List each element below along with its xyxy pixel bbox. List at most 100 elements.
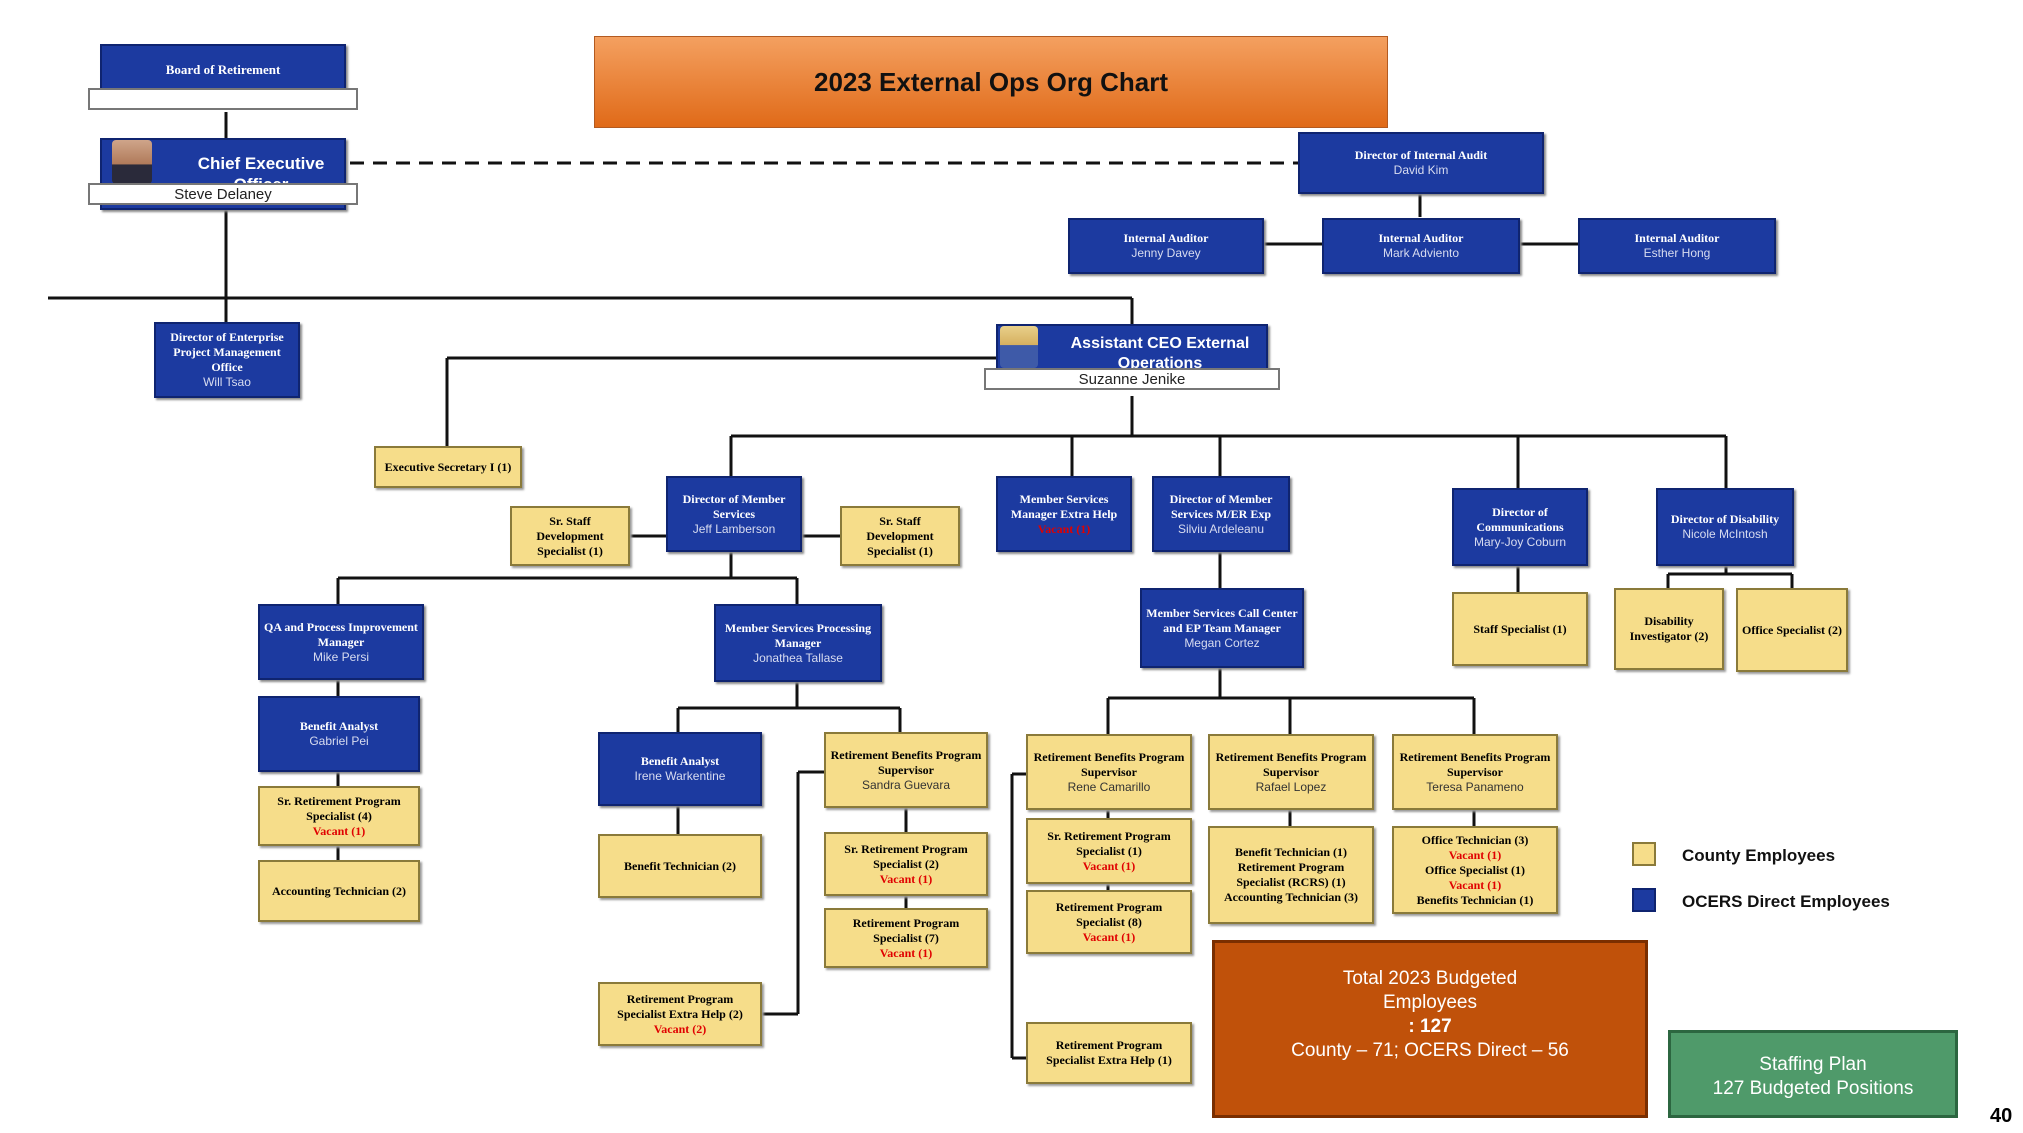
rbps-lopez-box: Retirement Benefits Program Supervisor R… — [1208, 734, 1374, 810]
box-title: Retirement Benefits Program Supervisor — [1215, 749, 1367, 779]
team-line: Benefits Technician (1) — [1416, 892, 1534, 907]
box-title: QA and Process Improvement Manager — [264, 619, 418, 649]
box-title: Retirement Program Specialist Extra Help… — [617, 991, 743, 1021]
box-name: Irene Warkentine — [634, 769, 726, 783]
box-name: Jonathea Tallase — [753, 650, 843, 665]
internal-auditor-2-box: Internal Auditor Mark Adviento — [1322, 218, 1520, 274]
box-title: Staff Specialist (1) — [1473, 621, 1567, 636]
director-communications-box: Director of Communications Mary-Joy Cobu… — [1452, 488, 1588, 566]
box-title: Sr. Retirement Program Specialist (4) — [277, 793, 401, 823]
box-title: Sr. Staff Development Specialist (1) — [536, 513, 604, 558]
board-of-retirement-box: Board of Retirement — [100, 44, 346, 94]
box-name: Mary-Joy Coburn — [1473, 534, 1567, 549]
vacant-label: Vacant (1) — [1448, 877, 1502, 892]
staffing-line: Staffing Plan — [1759, 1054, 1867, 1075]
box-title: Retirement Benefits Program Supervisor — [830, 747, 982, 777]
director-member-services-box: Director of Member Services Jeff Lambers… — [666, 476, 802, 552]
staffing-line: 127 Budgeted Positions — [1712, 1078, 1914, 1099]
legend-county-label: County Employees — [1682, 846, 1836, 865]
ret-prog-spec-extra-help-1-box: Retirement Program Specialist Extra Help… — [1026, 1022, 1192, 1084]
box-title: Member Services Processing Manager — [724, 620, 872, 650]
assistant-ceo-photo — [1000, 326, 1038, 368]
staffing-plan-box: Staffing Plan 127 Budgeted Positions — [1668, 1030, 1958, 1118]
rbps-guevara-box: Retirement Benefits Program Supervisor S… — [824, 732, 988, 808]
box-title: Internal Auditor — [1378, 231, 1464, 245]
box-title: Member Services Manager Extra Help — [1010, 491, 1118, 521]
box-title: Retirement Program Specialist Extra Help… — [1046, 1038, 1172, 1067]
box-title: Retirement Benefits Program Supervisor — [1399, 749, 1551, 779]
vacant-label: Vacant (1) — [1037, 521, 1091, 536]
box-title: Accounting Technician (2) — [271, 883, 406, 898]
rbps-camarillo-box: Retirement Benefits Program Supervisor R… — [1026, 734, 1192, 810]
legend-ocers-swatch — [1632, 888, 1656, 912]
benefit-analyst-warkentine-box: Benefit Analyst Irene Warkentine — [598, 732, 762, 806]
sr-ret-prog-spec-1-box: Sr. Retirement Program Specialist (1) Va… — [1026, 818, 1192, 884]
member-services-processing-manager-box: Member Services Processing Manager Jonat… — [714, 604, 882, 682]
box-name: Rafael Lopez — [1255, 779, 1327, 794]
total-line: : 127 — [1408, 1016, 1452, 1037]
box-title: Member Services Call Center and EP Team … — [1146, 605, 1298, 635]
box-title: Office Specialist (2) — [1742, 622, 1842, 637]
staff-specialist-box: Staff Specialist (1) — [1452, 592, 1588, 666]
box-name: Mike Persi — [312, 649, 369, 664]
qa-process-manager-box: QA and Process Improvement Manager Mike … — [258, 604, 424, 680]
box-name: Mark Adviento — [1382, 246, 1460, 260]
box-name: Teresa Panameno — [1426, 779, 1524, 794]
total-line: Total 2023 Budgeted — [1342, 968, 1518, 989]
panameno-team-box: Office Technician (3) Vacant (1) Office … — [1392, 826, 1558, 914]
internal-auditor-3-box: Internal Auditor Esther Hong — [1578, 218, 1776, 274]
box-name: Rene Camarillo — [1067, 779, 1151, 794]
box-title: Executive Secretary I (1) — [384, 459, 512, 474]
sr-ret-prog-spec-4-box: Sr. Retirement Program Specialist (4) Va… — [258, 786, 420, 846]
office-specialist-box: Office Specialist (2) — [1736, 588, 1848, 672]
ret-prog-spec-extra-help-2-box: Retirement Program Specialist Extra Help… — [598, 982, 762, 1046]
box-title: Director of Member Services — [682, 491, 786, 521]
call-center-manager-box: Member Services Call Center and EP Team … — [1140, 588, 1304, 668]
box-title: Sr. Staff Development Specialist (1) — [866, 513, 934, 558]
disability-investigator-box: Disability Investigator (2) — [1614, 588, 1724, 670]
ret-prog-spec-7-box: Retirement Program Specialist (7) Vacant… — [824, 908, 988, 968]
total-budget-box: Total 2023 Budgeted Employees : 127 Coun… — [1212, 940, 1648, 1118]
director-member-services-er-box: Director of Member Services M/ER Exp Sil… — [1152, 476, 1290, 552]
team-line: Accounting Technician (3) — [1223, 890, 1358, 904]
box-title: Director of Communications — [1476, 504, 1564, 534]
box-title: Benefit Analyst — [299, 719, 379, 733]
director-internal-audit-box: Director of Internal Audit David Kim — [1298, 132, 1544, 194]
box-name: Sandra Guevara — [861, 777, 951, 792]
box-title: Benefit Analyst — [640, 754, 720, 768]
box-title: Disability Investigator (2) — [1629, 614, 1709, 643]
ret-prog-spec-8-box: Retirement Program Specialist (8) Vacant… — [1026, 890, 1192, 954]
board-title: Board of Retirement — [165, 61, 281, 77]
box-title: Director of Member Services M/ER Exp — [1169, 491, 1273, 521]
assistant-ceo-title: Assistant CEO External Operations — [1070, 335, 1250, 372]
box-name: Gabriel Pei — [309, 734, 369, 748]
box-title: Internal Auditor — [1123, 231, 1209, 245]
box-title: Director of Enterprise Project Managemen… — [170, 330, 284, 374]
legend-county-swatch — [1632, 842, 1656, 866]
assistant-ceo-name: Suzanne Jenike — [984, 368, 1280, 390]
executive-secretary-box: Executive Secretary I (1) — [374, 446, 522, 488]
team-line: Office Technician (3) — [1421, 832, 1529, 847]
accounting-technician-2-box: Accounting Technician (2) — [258, 860, 420, 922]
box-title: Internal Auditor — [1634, 231, 1720, 245]
page-number: 40 — [1990, 1105, 2013, 1127]
box-title: Director of Disability — [1670, 512, 1780, 526]
box-title: Sr. Retirement Program Specialist (1) — [1047, 828, 1171, 858]
benefit-technician-2-box: Benefit Technician (2) — [598, 834, 762, 898]
box-title: Benefit Technician (2) — [623, 858, 736, 873]
member-services-manager-extra-help-box: Member Services Manager Extra Help Vacan… — [996, 476, 1132, 552]
box-name: Megan Cortez — [1184, 635, 1260, 650]
box-name: Jenny Davey — [1131, 246, 1201, 260]
board-namebar — [88, 88, 358, 110]
box-title: Retirement Program Specialist (7) — [852, 915, 960, 945]
vacant-label: Vacant (1) — [1082, 858, 1136, 873]
ceo-photo — [112, 140, 152, 184]
team-line: Office Specialist (1) — [1425, 862, 1525, 877]
vacant-label: Vacant (1) — [879, 871, 933, 886]
box-title: Director of Internal Audit — [1354, 148, 1488, 162]
vacant-label: Vacant (1) — [1448, 847, 1502, 862]
box-name: Will Tsao — [203, 375, 251, 389]
chart-title: 2023 External Ops Org Chart — [594, 36, 1388, 128]
director-epmo-box: Director of Enterprise Project Managemen… — [154, 322, 300, 398]
